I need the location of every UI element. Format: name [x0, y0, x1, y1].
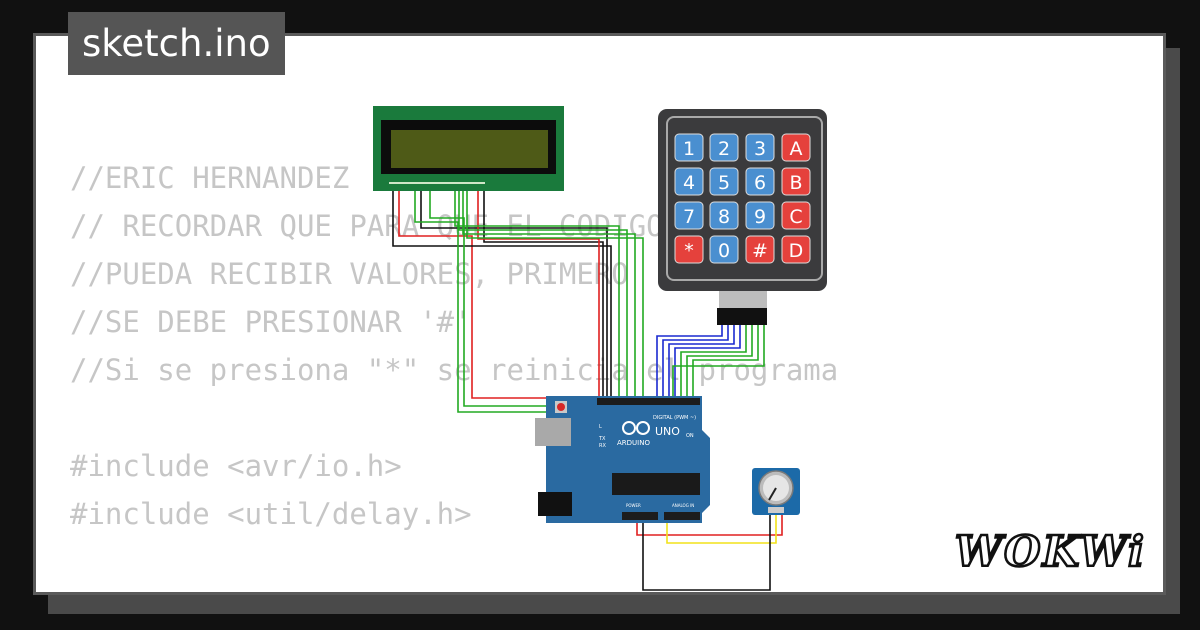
wire-lcd-k — [483, 187, 604, 405]
svg-text:B: B — [789, 172, 802, 194]
power-header-label: POWER — [626, 503, 641, 508]
wire-lcd-d7 — [466, 187, 644, 405]
led-l-label: L — [599, 424, 602, 430]
analog-header-label: ANALOG IN — [672, 503, 694, 508]
led-tx-label: TX — [598, 436, 606, 442]
key-d[interactable]: D — [781, 235, 811, 264]
key-hash[interactable]: # — [745, 235, 775, 264]
wire-lcd-rs — [414, 187, 549, 413]
key-c[interactable]: C — [781, 201, 811, 230]
lcd-module — [373, 106, 564, 191]
keypad-4x4[interactable]: 1 2 3 A 4 5 6 B 7 8 9 C * 0 # D — [658, 109, 827, 325]
svg-text:9: 9 — [754, 206, 766, 228]
key-3[interactable]: 3 — [745, 133, 775, 162]
svg-text:1: 1 — [683, 138, 695, 160]
wire-kp-c3 — [692, 325, 759, 405]
svg-text:D: D — [789, 240, 804, 262]
analog-header — [664, 512, 700, 520]
key-9[interactable]: 9 — [745, 201, 775, 230]
wire-kp-r2 — [662, 325, 729, 405]
code-background: //ERIC HERNANDEZ// RECORDAR QUE PARA QUE… — [70, 154, 839, 592]
usb-port — [535, 418, 571, 446]
wire-kp-c2 — [686, 325, 753, 405]
atmega-chip — [612, 473, 700, 495]
potentiometer[interactable] — [752, 468, 800, 515]
keypad-connector — [717, 291, 767, 325]
svg-text:4: 4 — [683, 172, 695, 194]
wire-lcd-d6 — [462, 187, 636, 405]
wire-lcd-d5 — [458, 187, 628, 405]
key-7[interactable]: 7 — [674, 201, 704, 230]
wire-pot-gnd — [642, 512, 771, 591]
svg-text:6: 6 — [754, 172, 766, 194]
key-5[interactable]: 5 — [709, 167, 739, 196]
power-header — [622, 512, 658, 520]
svg-text:0: 0 — [718, 240, 730, 262]
power-jack — [538, 492, 572, 516]
wire-lcd-a — [477, 187, 600, 405]
code-line-1: //ERIC HERNANDEZ — [70, 161, 350, 195]
svg-text:8: 8 — [718, 206, 730, 228]
code-line-5: //Si se presiona "*" se reinicia el prog… — [70, 353, 839, 387]
key-star[interactable]: * — [674, 235, 704, 264]
arduino-model: UNO — [655, 425, 680, 438]
svg-text:A: A — [790, 138, 803, 160]
led-on-label: ON — [686, 433, 694, 439]
wire-kp-r4 — [674, 325, 741, 405]
svg-text:*: * — [684, 240, 694, 262]
wires — [392, 187, 783, 591]
key-b[interactable]: B — [781, 167, 811, 196]
key-8[interactable]: 8 — [709, 201, 739, 230]
code-line-8: #include <util/delay.h> — [70, 497, 472, 531]
key-a[interactable]: A — [781, 133, 811, 162]
wire-pot-vcc — [636, 512, 783, 536]
svg-text:#: # — [752, 240, 768, 262]
wire-pot-sig — [666, 512, 777, 544]
led-rx-label: RX — [599, 443, 606, 449]
potentiometer-knob-indicator — [768, 487, 777, 501]
wire-lcd-rw — [420, 187, 608, 405]
wire-lcd-d4 — [454, 187, 620, 405]
wokwi-logo: WOKWi — [954, 526, 1146, 578]
arduino-logo-icon — [622, 421, 650, 435]
svg-text:2: 2 — [718, 138, 730, 160]
wire-lcd-gnd — [392, 187, 612, 405]
svg-text:3: 3 — [754, 138, 766, 160]
wokwi-logo-text: WOKWi — [955, 527, 1146, 576]
key-2[interactable]: 2 — [709, 133, 739, 162]
key-6[interactable]: 6 — [745, 167, 775, 196]
arduino-uno: ARDUINO UNO DIGITAL (PWM ~) POWER ANALOG… — [535, 396, 710, 523]
code-line-7: #include <avr/io.h> — [70, 449, 402, 483]
arduino-brand: ARDUINO — [617, 439, 650, 447]
key-1[interactable]: 1 — [674, 133, 704, 162]
wire-kp-c1 — [680, 325, 747, 405]
svg-text:7: 7 — [683, 206, 695, 228]
svg-text:C: C — [789, 206, 802, 228]
wire-lcd-vcc — [398, 187, 612, 405]
key-0[interactable]: 0 — [709, 235, 739, 264]
wire-kp-r1 — [656, 325, 723, 405]
digital-header — [597, 398, 700, 405]
key-4[interactable]: 4 — [674, 167, 704, 196]
code-line-3: //PUEDA RECIBIR VALORES, PRIMERO — [70, 257, 629, 291]
file-tab[interactable]: sketch.ino — [68, 12, 285, 75]
code-line-4: //SE DEBE PRESIONAR '#' — [70, 305, 472, 339]
wire-kp-r3 — [668, 325, 735, 405]
wire-lcd-e — [429, 187, 550, 407]
svg-text:5: 5 — [718, 172, 730, 194]
digital-header-label: DIGITAL (PWM ~) — [653, 415, 696, 421]
